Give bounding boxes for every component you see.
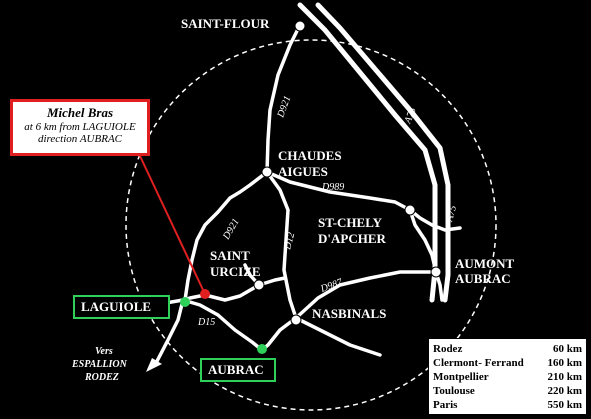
st-chely-marker — [404, 204, 416, 216]
callout-title: Michel Bras — [46, 105, 114, 120]
direction-espallion: ESPALLION — [71, 359, 128, 370]
town-nodes — [253, 20, 442, 326]
road-label-d12: D12 — [282, 231, 297, 251]
label-saint: SAINT — [210, 248, 250, 263]
road-label-d921-north: D921 — [275, 94, 293, 120]
road-label-d921-south: D921 — [221, 217, 242, 243]
laguiole-label: LAGUIOLE — [73, 295, 170, 319]
label-dapcher: D'APCHER — [318, 231, 387, 246]
label-aumont-aubrac: AUBRAC — [455, 271, 511, 286]
restaurant-callout: Michel Bras at 6 km from LAGUIOLE direct… — [10, 99, 150, 156]
aumont-aubrac-marker — [430, 266, 442, 278]
direction-arrow-icon — [146, 358, 162, 372]
label-aigues: AIGUES — [278, 164, 328, 179]
road-label-a75-south: A75 — [444, 204, 459, 223]
roads — [128, 23, 462, 367]
nasbinals-marker — [290, 314, 302, 326]
saint-flour-marker — [294, 20, 306, 32]
label-nasbinals: NASBINALS — [312, 306, 386, 321]
direction-vers: Vers — [95, 346, 113, 357]
callout-direction: direction AUBRAC — [37, 133, 122, 145]
road-label-d989: D989 — [321, 182, 344, 193]
radius-circle — [125, 39, 497, 411]
chaudes-aigues-marker — [261, 166, 273, 178]
saint-urcize-marker — [253, 279, 265, 291]
aubrac-label: AUBRAC — [200, 358, 276, 382]
label-chaudes: CHAUDES — [278, 148, 342, 163]
label-urcize: URCIZE — [210, 264, 261, 279]
label-aumont: AUMONT — [455, 256, 515, 271]
restaurant-marker — [200, 289, 210, 299]
aubrac-marker — [257, 344, 267, 354]
callout-pointer — [139, 155, 205, 293]
laguiole-marker — [180, 297, 190, 307]
callout-distance: at 6 km from LAGUIOLE — [24, 121, 136, 133]
label-st-chely: ST-CHELY — [318, 215, 383, 230]
road-label-d987: D987 — [318, 277, 345, 296]
road-label-d15: D15 — [197, 317, 215, 328]
direction-rodez: RODEZ — [84, 372, 119, 383]
label-saint-flour: SAINT-FLOUR — [181, 16, 270, 31]
